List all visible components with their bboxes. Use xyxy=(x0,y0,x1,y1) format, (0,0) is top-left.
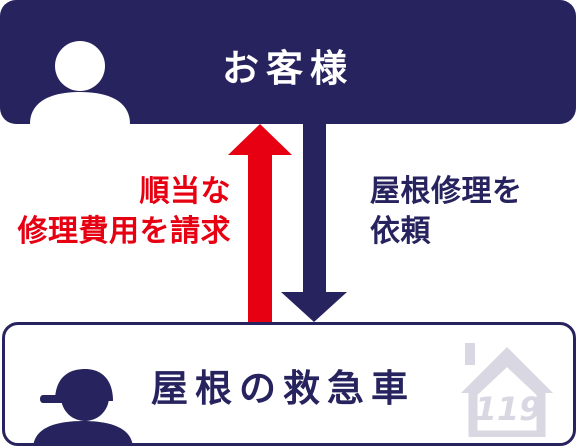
person-icon xyxy=(30,41,130,124)
worker-cap-icon xyxy=(33,369,133,443)
house-badge-number: 119 xyxy=(475,390,542,428)
request-caption-line1: 屋根修理を xyxy=(370,174,523,209)
billing-caption-line2: 修理費用を請求 xyxy=(17,214,231,249)
billing-arrow-up xyxy=(228,124,292,322)
customer-label: お客様 xyxy=(222,47,354,90)
house-icon: 119 xyxy=(461,343,553,437)
provider-box: 屋根の救急車 119 xyxy=(2,322,576,446)
request-caption: 屋根修理を 依頼 xyxy=(370,172,523,252)
customer-box: お客様 xyxy=(0,0,576,124)
request-caption-line2: 依頼 xyxy=(370,214,431,249)
billing-caption: 順当な 修理費用を請求 xyxy=(18,172,232,252)
billing-caption-line1: 順当な xyxy=(139,174,231,209)
request-arrow-down xyxy=(281,118,347,322)
provider-label: 屋根の救急車 xyxy=(151,367,415,410)
